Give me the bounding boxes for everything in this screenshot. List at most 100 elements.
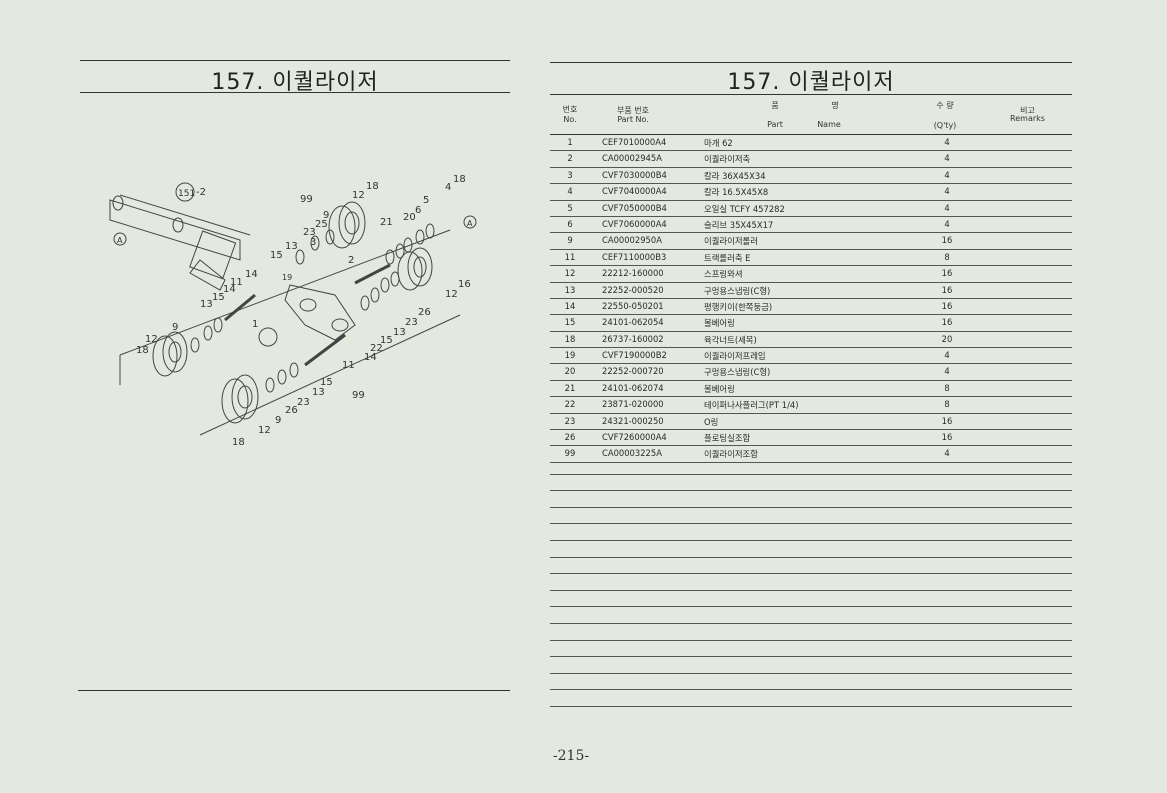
label: 19 [282,273,292,282]
callout-151-circle [175,182,195,202]
header-name-en-2: Name [817,120,841,129]
part-number-index: 3 [567,169,573,180]
part-number-index: 2 [567,153,573,164]
part-quantity: 4 [944,186,950,197]
part-code: CVF7060000A4 [602,218,667,229]
part-quantity: 20 [941,333,953,344]
label: 13 [393,327,406,338]
frame-hole-right [331,318,349,332]
label: 5 [423,195,429,206]
part-number-index: 12 [564,268,576,279]
empty-table-row [550,624,1072,641]
header-no-en: No. [563,115,577,124]
part-number-index: 21 [564,382,576,393]
label: -2 [196,187,206,198]
part-code: 24321-000250 [602,415,664,426]
table-row: 3 CVF7030000B4 칼라 36X45X34 4 [550,168,1072,185]
part-quantity: 4 [944,350,950,361]
part-code: 22252-000520 [602,284,664,295]
left-title-top-rule [80,60,510,61]
header-name-kr-2: 명 [831,101,839,110]
empty-table-row [550,524,1072,541]
empty-table-row [550,508,1072,525]
part-code: CA00003225A [602,448,662,459]
label: A [117,236,123,245]
empty-table-row [550,641,1072,658]
label: 1 [252,319,258,330]
empty-table-row [550,591,1072,608]
part-quantity: 16 [941,235,953,246]
label: 12 [352,190,365,201]
part-name: 슬리브 35X45X17 [704,219,774,230]
part-quantity: 4 [944,137,950,147]
label: A [467,219,473,228]
label: 23 [405,317,418,328]
label: 16 [458,279,471,290]
part-quantity: 4 [944,202,950,213]
exploded-parts-diagram: 151 -2 A 99 12 18 4 18 A 9 25 23 3 21 20… [109,174,477,448]
bottom-roller [221,374,259,424]
part-name: 평행키이(한쪽둥금) [704,301,773,312]
part-quantity: 4 [944,448,950,459]
header-name-en-1: Part [767,120,783,129]
part-quantity: 16 [941,415,953,426]
left-roller [152,331,188,377]
part-name: 구멍용스냅링(C형) [704,367,771,378]
label: 99 [352,390,365,401]
header-part-en: Part No. [617,115,649,124]
label: 13 [285,241,298,252]
part-quantity: 16 [941,268,953,279]
header-remarks-en: Remarks [1010,114,1045,123]
empty-table-row [550,607,1072,624]
right-roller [397,247,433,291]
part-code: CA00002950A [602,235,662,246]
part-quantity: 4 [944,366,950,377]
label: 15 [380,335,393,346]
label: 11 [230,277,243,288]
part-quantity: 8 [944,251,950,262]
parts-table-empty-rows [550,458,1072,707]
empty-table-row [550,491,1072,508]
part-code: 22550-050201 [602,300,664,311]
part-code: CVF7030000B4 [602,169,667,180]
part-code: 24101-062074 [602,382,664,393]
part-number-index: 6 [567,218,573,229]
part-code: CVF7190000B2 [602,350,667,361]
part-number-index: 22 [564,399,576,410]
part-name: 볼베어링 [704,318,735,329]
part-name: 테이퍼나사플러그(PT 1/4) [704,400,799,411]
part-quantity: 8 [944,399,950,410]
part-name: 이퀄라이저조합 [704,449,758,460]
frame-shaft [109,194,251,291]
part-name: 마개 62 [704,138,733,148]
part-quantity: 4 [944,153,950,164]
part-quantity: 16 [941,284,953,295]
part-name: 플로팅실조합 [704,433,751,444]
part-name: 이퀄라이저프레임 [704,351,766,362]
right-title-bottom-rule [550,94,1072,95]
label: 14 [245,269,258,280]
washers [190,223,435,393]
right-title-top-rule [550,62,1072,63]
label: 99 [300,194,313,205]
label: 26 [418,307,431,318]
label: 18 [232,437,245,448]
part-name: 칼라 36X45X34 [704,170,766,181]
part-name: 육각너트(세목) [704,334,757,345]
part-number-index: 9 [567,235,573,246]
empty-table-row [550,458,1072,475]
part-number-index: 26 [564,432,576,443]
part-quantity: 4 [944,169,950,180]
shaft-left [224,293,256,322]
equalizer-frame [284,284,356,341]
